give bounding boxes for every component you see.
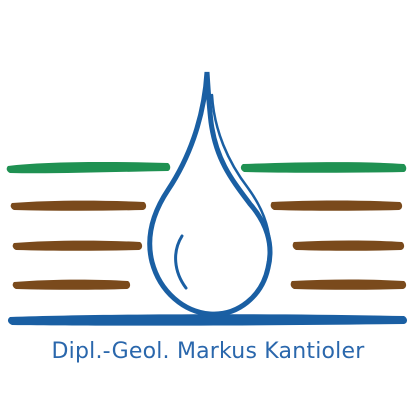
drop-highlight — [174, 234, 188, 290]
grass-layer — [6, 162, 407, 174]
drop-outer-brush — [210, 93, 272, 264]
water-line-stroke — [7, 314, 407, 326]
soil-layers — [10, 200, 407, 290]
soil-stroke-left-3 — [12, 279, 131, 290]
company-name: Dipl.-Geol. Markus Kantioler — [51, 339, 365, 364]
grass-stroke-left — [6, 162, 171, 174]
soil-stroke-right-1 — [270, 200, 403, 211]
soil-stroke-right-2 — [292, 240, 405, 251]
soil-stroke-left-2 — [12, 240, 143, 251]
drop-outer-outline — [147, 71, 273, 317]
water-table-line — [7, 314, 407, 326]
soil-stroke-left-1 — [10, 200, 147, 211]
grass-stroke-right — [240, 162, 407, 173]
water-drop-icon — [147, 71, 273, 317]
soil-stroke-right-3 — [290, 279, 407, 290]
